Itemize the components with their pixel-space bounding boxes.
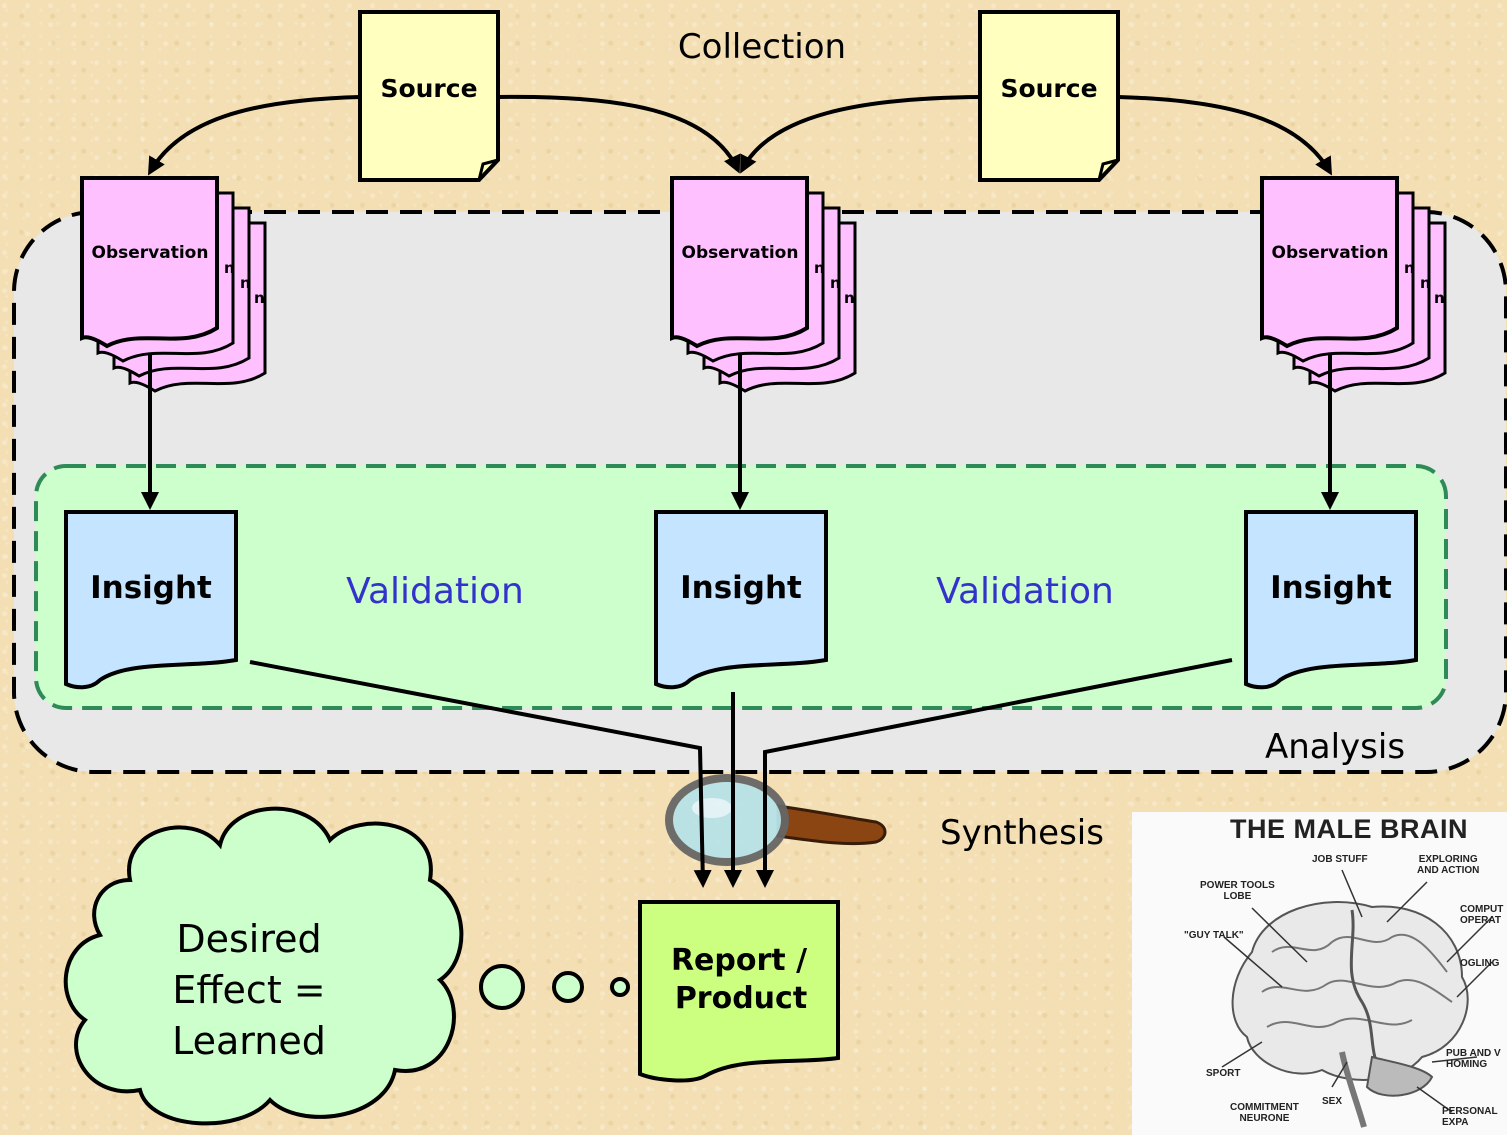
collection-label: Collection [678,27,846,67]
svg-text:n: n [830,274,841,292]
observation-stack-3: n n n Observation [1260,176,1447,393]
thought-line3: Learned [172,1019,326,1063]
observation-label-2: Observation [682,243,799,263]
svg-text:n: n [224,259,235,277]
insight-doc-1: Insight [64,510,238,690]
brain-label-commitment: COMMITMENT NEURONE [1230,1102,1299,1124]
insight-doc-2: Insight [654,510,828,690]
source-doc-1: Source [358,10,500,182]
source-arrow-2-right [1117,95,1333,176]
report-label-line2: Product [675,981,807,1016]
thought-line1: Desired [176,917,321,961]
svg-text:n: n [254,289,265,307]
source-label-1: Source [380,74,477,103]
male-brain-illustration: THE MALE BRAIN JOB STUFF EXPLORING AND A… [1132,812,1507,1135]
brain-label-sport: SPORT [1206,1068,1241,1079]
brain-label-guy-talk: "GUY TALK" [1184,930,1244,941]
source-arrow-1-left [147,95,361,176]
analysis-label: Analysis [1265,727,1405,767]
insight-label-3: Insight [1270,570,1392,606]
brain-label-ogling: OGLING [1460,958,1500,969]
source-arrow-2-left [740,95,981,174]
svg-text:n: n [1434,289,1445,307]
observation-label-1: Observation [92,243,209,263]
thought-line2: Effect = [172,968,325,1012]
thought-bubble-dot-small [610,977,630,997]
svg-text:n: n [844,289,855,307]
observation-stack-2: n n n Observation [670,176,857,393]
brain-label-job-stuff: JOB STUFF [1312,854,1368,865]
insight-doc-3: Insight [1244,510,1418,690]
brain-title: THE MALE BRAIN [1230,814,1468,844]
brain-label-exploring: EXPLORING AND ACTION [1417,854,1480,876]
validation-label-left: Validation [346,571,524,612]
insight-label-2: Insight [680,570,802,606]
brain-label-personal: PERSONAL EXPA [1442,1106,1498,1128]
insight-to-report-arrow-3 [756,658,1233,888]
brain-label-computer: COMPUT OPERAT [1460,904,1504,926]
insight-label-1: Insight [90,570,212,606]
source-doc-2: Source [978,10,1120,182]
report-doc: Report / Product [638,900,840,1083]
observation-label-3: Observation [1272,243,1389,263]
source-label-2: Source [1000,74,1097,103]
thought-bubble-dot-medium [552,971,584,1003]
brain-label-sex: SEX [1322,1096,1343,1107]
thought-cloud [63,806,464,1126]
observation-stack-1: n n n Observation [80,176,267,393]
brain-label-power-tools: POWER TOOLS LOBE [1200,880,1275,902]
source-arrow-1-right [497,94,741,174]
synthesis-label: Synthesis [940,813,1104,853]
insight-to-report-arrow-1 [249,660,712,888]
validation-label-right: Validation [936,571,1114,612]
report-label-line1: Report / [671,943,807,978]
svg-text:n: n [1420,274,1431,292]
thought-bubble-dot-large [479,964,525,1010]
svg-text:n: n [814,259,825,277]
brain-icon [1221,869,1493,1128]
svg-text:n: n [240,274,251,292]
svg-text:n: n [1404,259,1415,277]
brain-label-pub: PUB AND V HOMING [1446,1048,1501,1070]
